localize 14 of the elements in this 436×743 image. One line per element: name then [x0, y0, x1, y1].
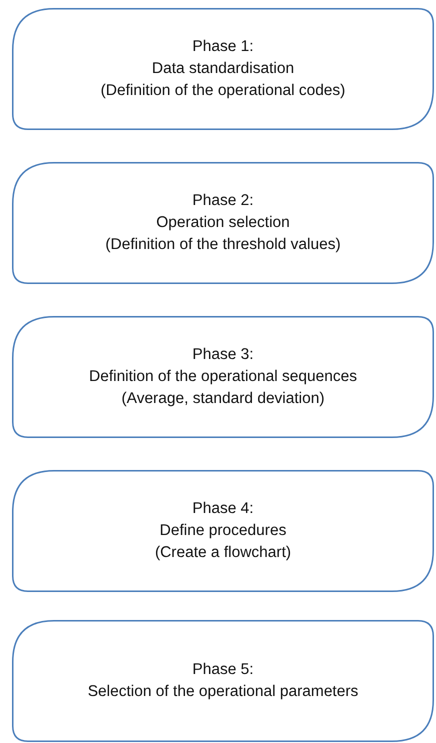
phase-heading: Phase 1: [192, 37, 254, 57]
phase-description: (Definition of the threshold values) [105, 235, 341, 255]
phase-heading: Phase 4: [192, 499, 254, 519]
phase-description: (Average, standard deviation) [121, 389, 325, 409]
phase-description: Operation selection [156, 213, 290, 233]
phase-description: (Definition of the operational codes) [100, 81, 346, 101]
phase-description: (Create a flowchart) [154, 543, 292, 563]
phase-description: Data standardisation [152, 59, 294, 79]
phase-description: Define procedures [160, 521, 286, 541]
phase-heading: Phase 5: [192, 660, 254, 680]
phase-heading: Phase 3: [192, 345, 254, 365]
phase-heading: Phase 2: [192, 191, 254, 211]
phase-description: Selection of the operational parameters [88, 682, 358, 702]
phase-description: Definition of the operational sequences [89, 367, 357, 387]
